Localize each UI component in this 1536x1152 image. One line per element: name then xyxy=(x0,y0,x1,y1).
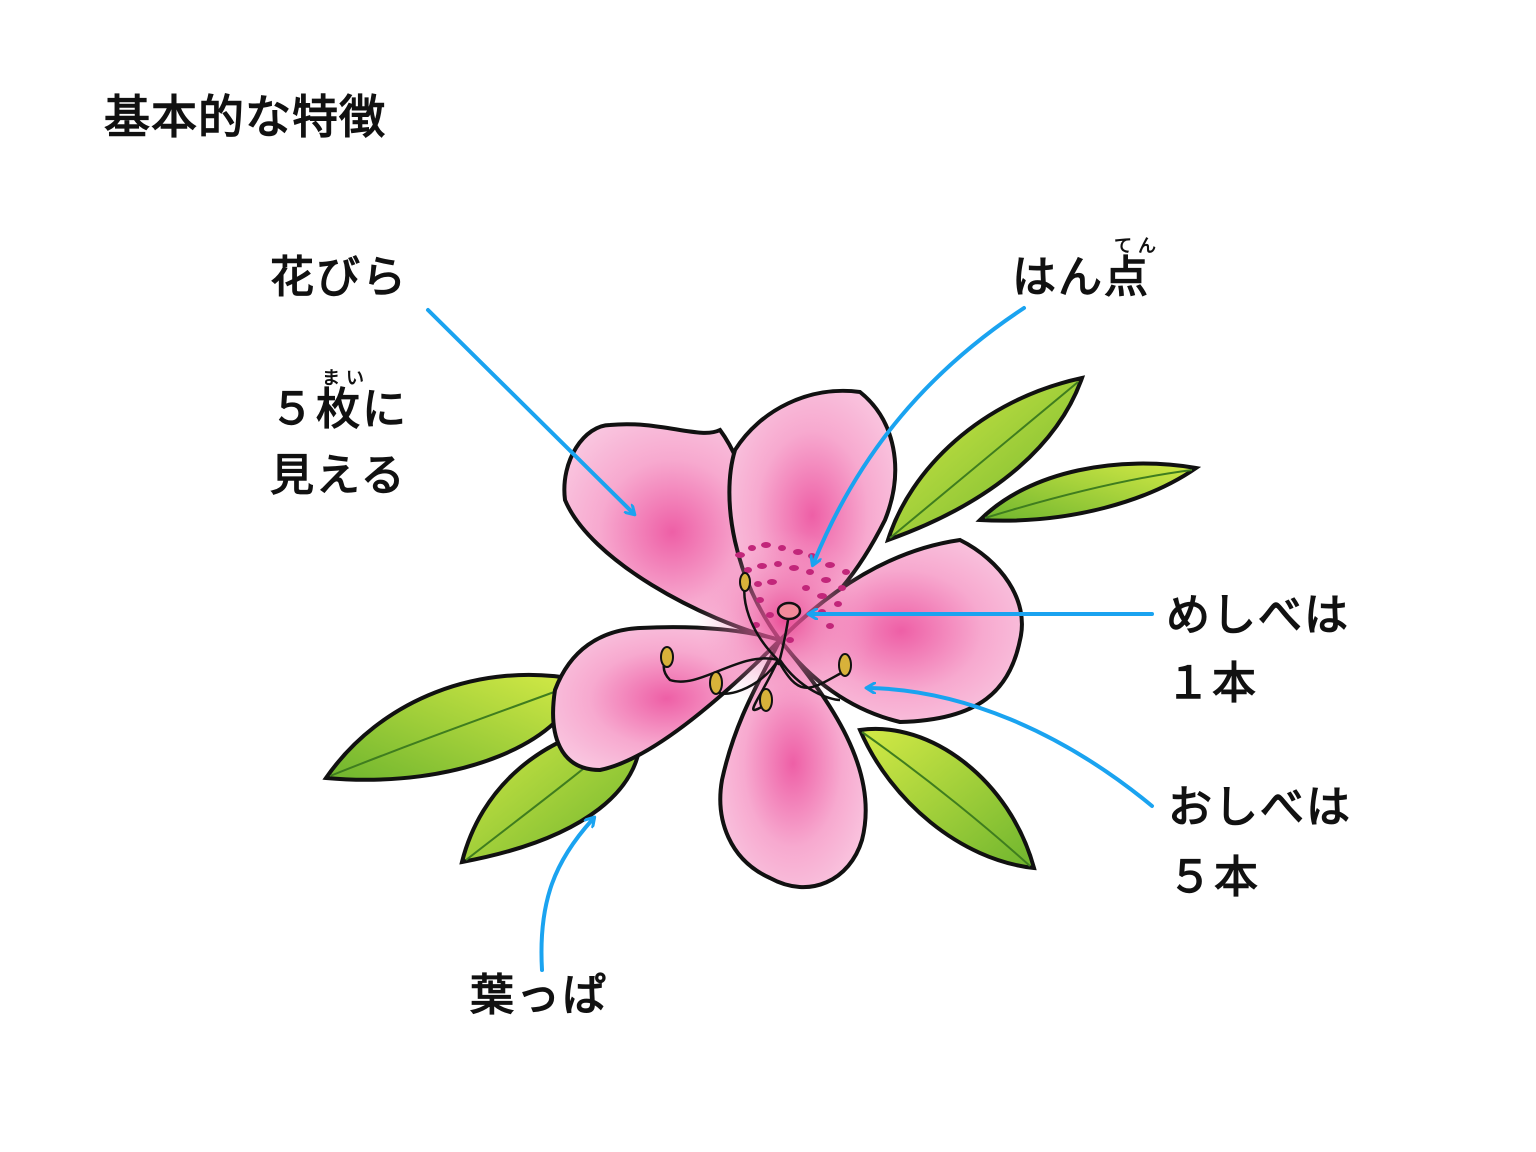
arrow-stamen xyxy=(870,688,1154,808)
label-spots: はん点 xyxy=(1012,252,1150,303)
ruby-petal-count: まい xyxy=(322,368,370,389)
label-stamen-line2: ５本 xyxy=(1168,852,1260,903)
label-petal-count-line1: ５枚に xyxy=(270,384,408,435)
arrows xyxy=(426,306,1154,972)
leaf-far-right xyxy=(975,461,1202,523)
label-petal: 花びら xyxy=(270,252,408,303)
label-petal-count-line2: 見える xyxy=(270,450,407,501)
anthers xyxy=(660,572,852,712)
diagram-title: 基本的な特徴 xyxy=(104,90,386,144)
leaf-lower-right xyxy=(857,726,1037,871)
arrow-petal xyxy=(426,308,632,512)
pistil xyxy=(776,601,802,666)
ruby-spots: てん xyxy=(1114,236,1162,257)
label-pistil-line2: １本 xyxy=(1166,658,1258,709)
arrow-leaf xyxy=(539,820,592,972)
petal-spots xyxy=(735,542,850,643)
label-leaf: 葉っぱ xyxy=(470,970,608,1021)
flower-center-glow xyxy=(695,530,875,710)
stamens xyxy=(662,581,844,712)
arrow-spots xyxy=(814,306,1026,562)
label-stamen-line1: おしべは xyxy=(1168,782,1352,833)
leaf-upper-right xyxy=(884,375,1086,544)
label-pistil-line1: めしべは xyxy=(1166,590,1350,641)
